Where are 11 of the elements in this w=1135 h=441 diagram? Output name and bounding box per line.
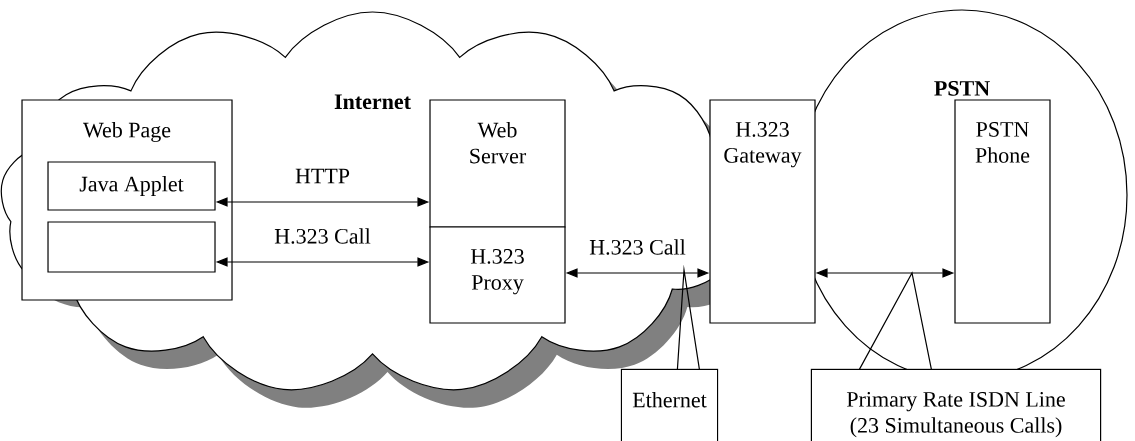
server-box: Web Server: [429, 99, 566, 228]
component-box: [47, 221, 216, 273]
edge-label: H.323 Call: [273, 227, 372, 245]
component-box: Java Applet: [47, 161, 216, 211]
proxy-box: H.323 Proxy: [429, 226, 566, 324]
gateway-box: H.323 Gateway: [709, 99, 816, 324]
callout-box: Primary Rate ISDN Line (23 Simultaneous Calls): [810, 368, 1102, 441]
callout-box: Ethernet: [620, 368, 719, 441]
leader-line: [858, 271, 932, 370]
phone-box: PSTN Phone: [954, 99, 1051, 324]
edge-label: H.323 Call: [588, 238, 687, 256]
